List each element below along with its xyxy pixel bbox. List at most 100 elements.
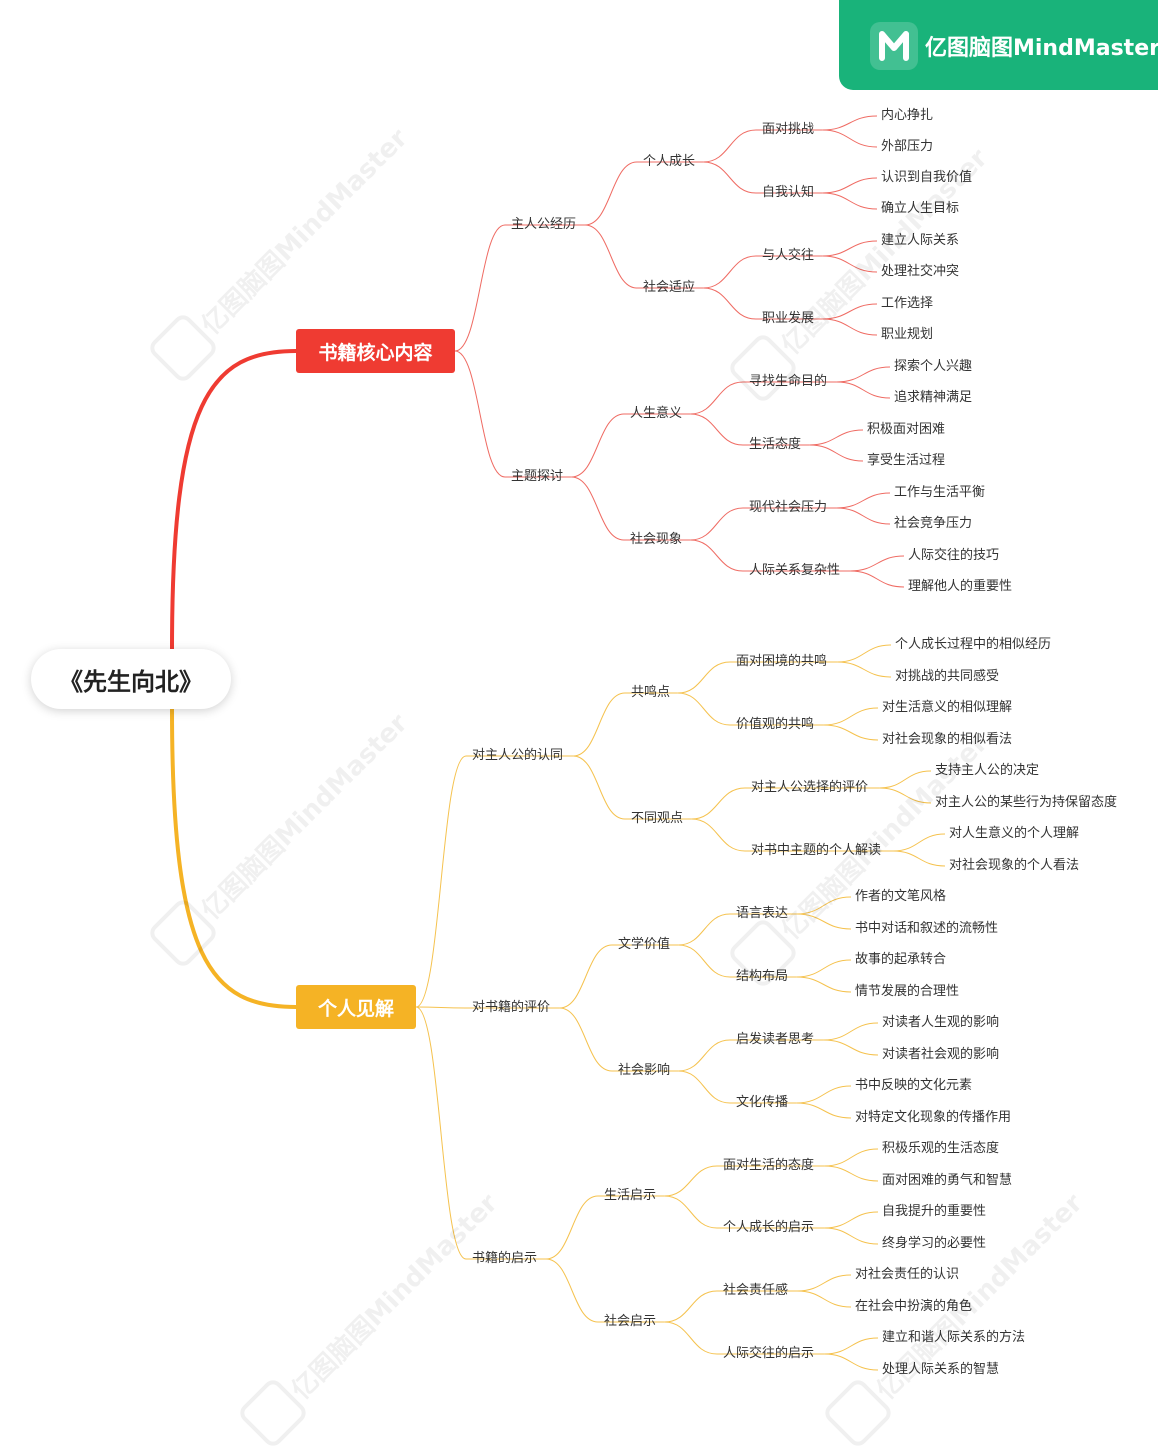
subtopic-level3[interactable]: 面对挑战 <box>762 122 815 137</box>
subtopic-level3[interactable]: 面对生活的态度 <box>723 1158 815 1173</box>
leaf-topic[interactable]: 对挑战的共同感受 <box>895 669 1000 684</box>
leaf-topic[interactable]: 对人生意义的个人理解 <box>949 826 1080 841</box>
subtopic-level1[interactable]: 主人公经历 <box>511 217 577 232</box>
leaf-topic[interactable]: 探索个人兴趣 <box>894 359 973 374</box>
connector-line <box>837 661 892 678</box>
subtopic-level2[interactable]: 社会影响 <box>618 1063 671 1078</box>
leaf-topic[interactable]: 对读者人生观的影响 <box>882 1015 1000 1030</box>
brand-name: 亿图脑图MindMaster <box>925 36 1158 61</box>
leaf-topic[interactable]: 积极乐观的生活态度 <box>882 1141 1000 1156</box>
leaf-topic[interactable]: 职业规划 <box>881 327 934 342</box>
subtopic-level2[interactable]: 个人成长 <box>643 154 696 169</box>
leaf-topic[interactable]: 对社会责任的认识 <box>855 1267 960 1282</box>
leaf-topic[interactable]: 对社会现象的相似看法 <box>882 732 1013 747</box>
connector-line <box>796 1290 852 1308</box>
subtopic-level2[interactable]: 共鸣点 <box>631 685 671 700</box>
main-topic[interactable]: 个人见解 <box>296 985 416 1029</box>
subtopic-level1[interactable]: 主题探讨 <box>511 469 564 484</box>
subtopic-level2[interactable]: 社会启示 <box>604 1314 657 1329</box>
connector-line <box>454 224 506 352</box>
subtopic-level1[interactable]: 对主人公的认同 <box>472 748 564 763</box>
connector-line <box>837 644 892 663</box>
leaf-topic[interactable]: 对读者社会观的影响 <box>882 1047 1000 1062</box>
subtopic-level2[interactable]: 社会适应 <box>643 280 696 295</box>
leaf-topic[interactable]: 工作选择 <box>881 296 934 311</box>
leaf-topic[interactable]: 书中对话和叙述的流畅性 <box>855 921 999 936</box>
leaf-topic[interactable]: 对生活意义的相似理解 <box>882 700 1013 715</box>
subtopic-level3[interactable]: 生活态度 <box>749 437 802 452</box>
subtopic-level1[interactable]: 对书籍的评价 <box>472 1000 551 1015</box>
connector-line <box>545 1195 599 1260</box>
connector-line <box>824 1165 879 1182</box>
connector-line <box>703 287 757 320</box>
leaf-topic[interactable]: 确立人生目标 <box>881 201 960 216</box>
connector-line <box>796 1102 852 1119</box>
leaf-topic[interactable]: 处理人际关系的智慧 <box>882 1362 1000 1377</box>
subtopic-level3[interactable]: 价值观的共鸣 <box>736 717 815 732</box>
subtopic-level3[interactable]: 面对困境的共鸣 <box>736 654 828 669</box>
subtopic-level3[interactable]: 人际交往的启示 <box>723 1346 815 1361</box>
leaf-topic[interactable]: 人际交往的技巧 <box>908 548 1000 563</box>
leaf-topic[interactable]: 故事的起承转合 <box>855 952 947 967</box>
leaf-topic[interactable]: 自我提升的重要性 <box>882 1204 987 1219</box>
leaf-topic[interactable]: 社会竞争压力 <box>894 516 973 531</box>
subtopic-level3[interactable]: 启发读者思考 <box>736 1032 815 1047</box>
subtopic-level3[interactable]: 对主人公选择的评价 <box>751 780 869 795</box>
connector-line <box>822 129 878 148</box>
leaf-topic[interactable]: 处理社交冲突 <box>881 264 960 279</box>
leaf-topic[interactable]: 支持主人公的决定 <box>935 763 1040 778</box>
subtopic-level2[interactable]: 社会现象 <box>630 532 683 547</box>
subtopic-level3[interactable]: 社会责任感 <box>723 1283 789 1298</box>
leaf-topic[interactable]: 认识到自我价值 <box>881 170 973 185</box>
leaf-topic[interactable]: 在社会中扮演的角色 <box>855 1299 973 1314</box>
subtopic-level3[interactable]: 与人交往 <box>762 248 815 263</box>
subtopic-level1[interactable]: 书籍的启示 <box>472 1251 538 1266</box>
leaf-topic[interactable]: 作者的文笔风格 <box>855 889 947 904</box>
leaf-topic[interactable]: 建立人际关系 <box>881 233 960 248</box>
leaf-topic[interactable]: 面对困难的勇气和智慧 <box>882 1173 1013 1188</box>
subtopic-level3[interactable]: 个人成长的启示 <box>723 1220 815 1235</box>
connector-line <box>879 770 932 789</box>
leaf-topic[interactable]: 书中反映的文化元素 <box>855 1078 973 1093</box>
subtopic-level3[interactable]: 寻找生命目的 <box>749 374 828 389</box>
subtopic-level3[interactable]: 人际关系复杂性 <box>749 563 841 578</box>
connector-line <box>678 944 731 978</box>
mindmaster-logo-icon <box>870 22 918 70</box>
subtopic-level3[interactable]: 文化传播 <box>736 1095 789 1110</box>
subtopic-level3[interactable]: 语言表达 <box>736 906 789 921</box>
main-topic[interactable]: 书籍核心内容 <box>296 329 455 373</box>
connector-line <box>879 787 932 804</box>
leaf-topic[interactable]: 建立和谐人际关系的方法 <box>882 1330 1026 1345</box>
leaf-topic[interactable]: 享受生活过程 <box>867 453 946 468</box>
brand-banner[interactable]: 亿图脑图MindMaster <box>839 0 1158 90</box>
leaf-topic[interactable]: 外部压力 <box>881 139 934 154</box>
connector-line <box>796 959 852 978</box>
leaf-topic[interactable]: 对社会现象的个人看法 <box>949 858 1080 873</box>
connector-line <box>584 161 638 226</box>
leaf-topic[interactable]: 工作与生活平衡 <box>894 485 986 500</box>
leaf-topic[interactable]: 对主人公的某些行为持保留态度 <box>935 795 1118 810</box>
leaf-topic[interactable]: 终身学习的必要性 <box>882 1236 987 1251</box>
leaf-topic[interactable]: 积极面对困难 <box>867 422 946 437</box>
connector-line <box>836 492 891 509</box>
connector-line <box>822 115 878 131</box>
leaf-topic[interactable]: 内心挣扎 <box>881 108 934 123</box>
subtopic-level3[interactable]: 职业发展 <box>762 311 815 326</box>
leaf-topic[interactable]: 理解他人的重要性 <box>908 579 1013 594</box>
subtopic-level3[interactable]: 对书中主题的个人解读 <box>751 843 882 858</box>
subtopic-level2[interactable]: 文学价值 <box>618 937 671 952</box>
connector-line <box>677 692 731 726</box>
subtopic-level3[interactable]: 结构布局 <box>736 969 789 984</box>
root-topic[interactable]: 《先生向北》 <box>31 649 231 709</box>
subtopic-level2[interactable]: 不同观点 <box>631 811 684 826</box>
leaf-topic[interactable]: 情节发展的合理性 <box>855 984 960 999</box>
subtopic-level3[interactable]: 现代社会压力 <box>749 500 828 515</box>
subtopic-level3[interactable]: 自我认知 <box>762 185 815 200</box>
connector-line <box>796 976 852 993</box>
subtopic-level2[interactable]: 生活启示 <box>604 1188 657 1203</box>
leaf-topic[interactable]: 追求精神满足 <box>894 390 973 405</box>
leaf-topic[interactable]: 对特定文化现象的传播作用 <box>855 1110 1012 1125</box>
connector-line <box>690 539 744 572</box>
leaf-topic[interactable]: 个人成长过程中的相似经历 <box>895 637 1052 652</box>
subtopic-level2[interactable]: 人生意义 <box>630 406 683 421</box>
